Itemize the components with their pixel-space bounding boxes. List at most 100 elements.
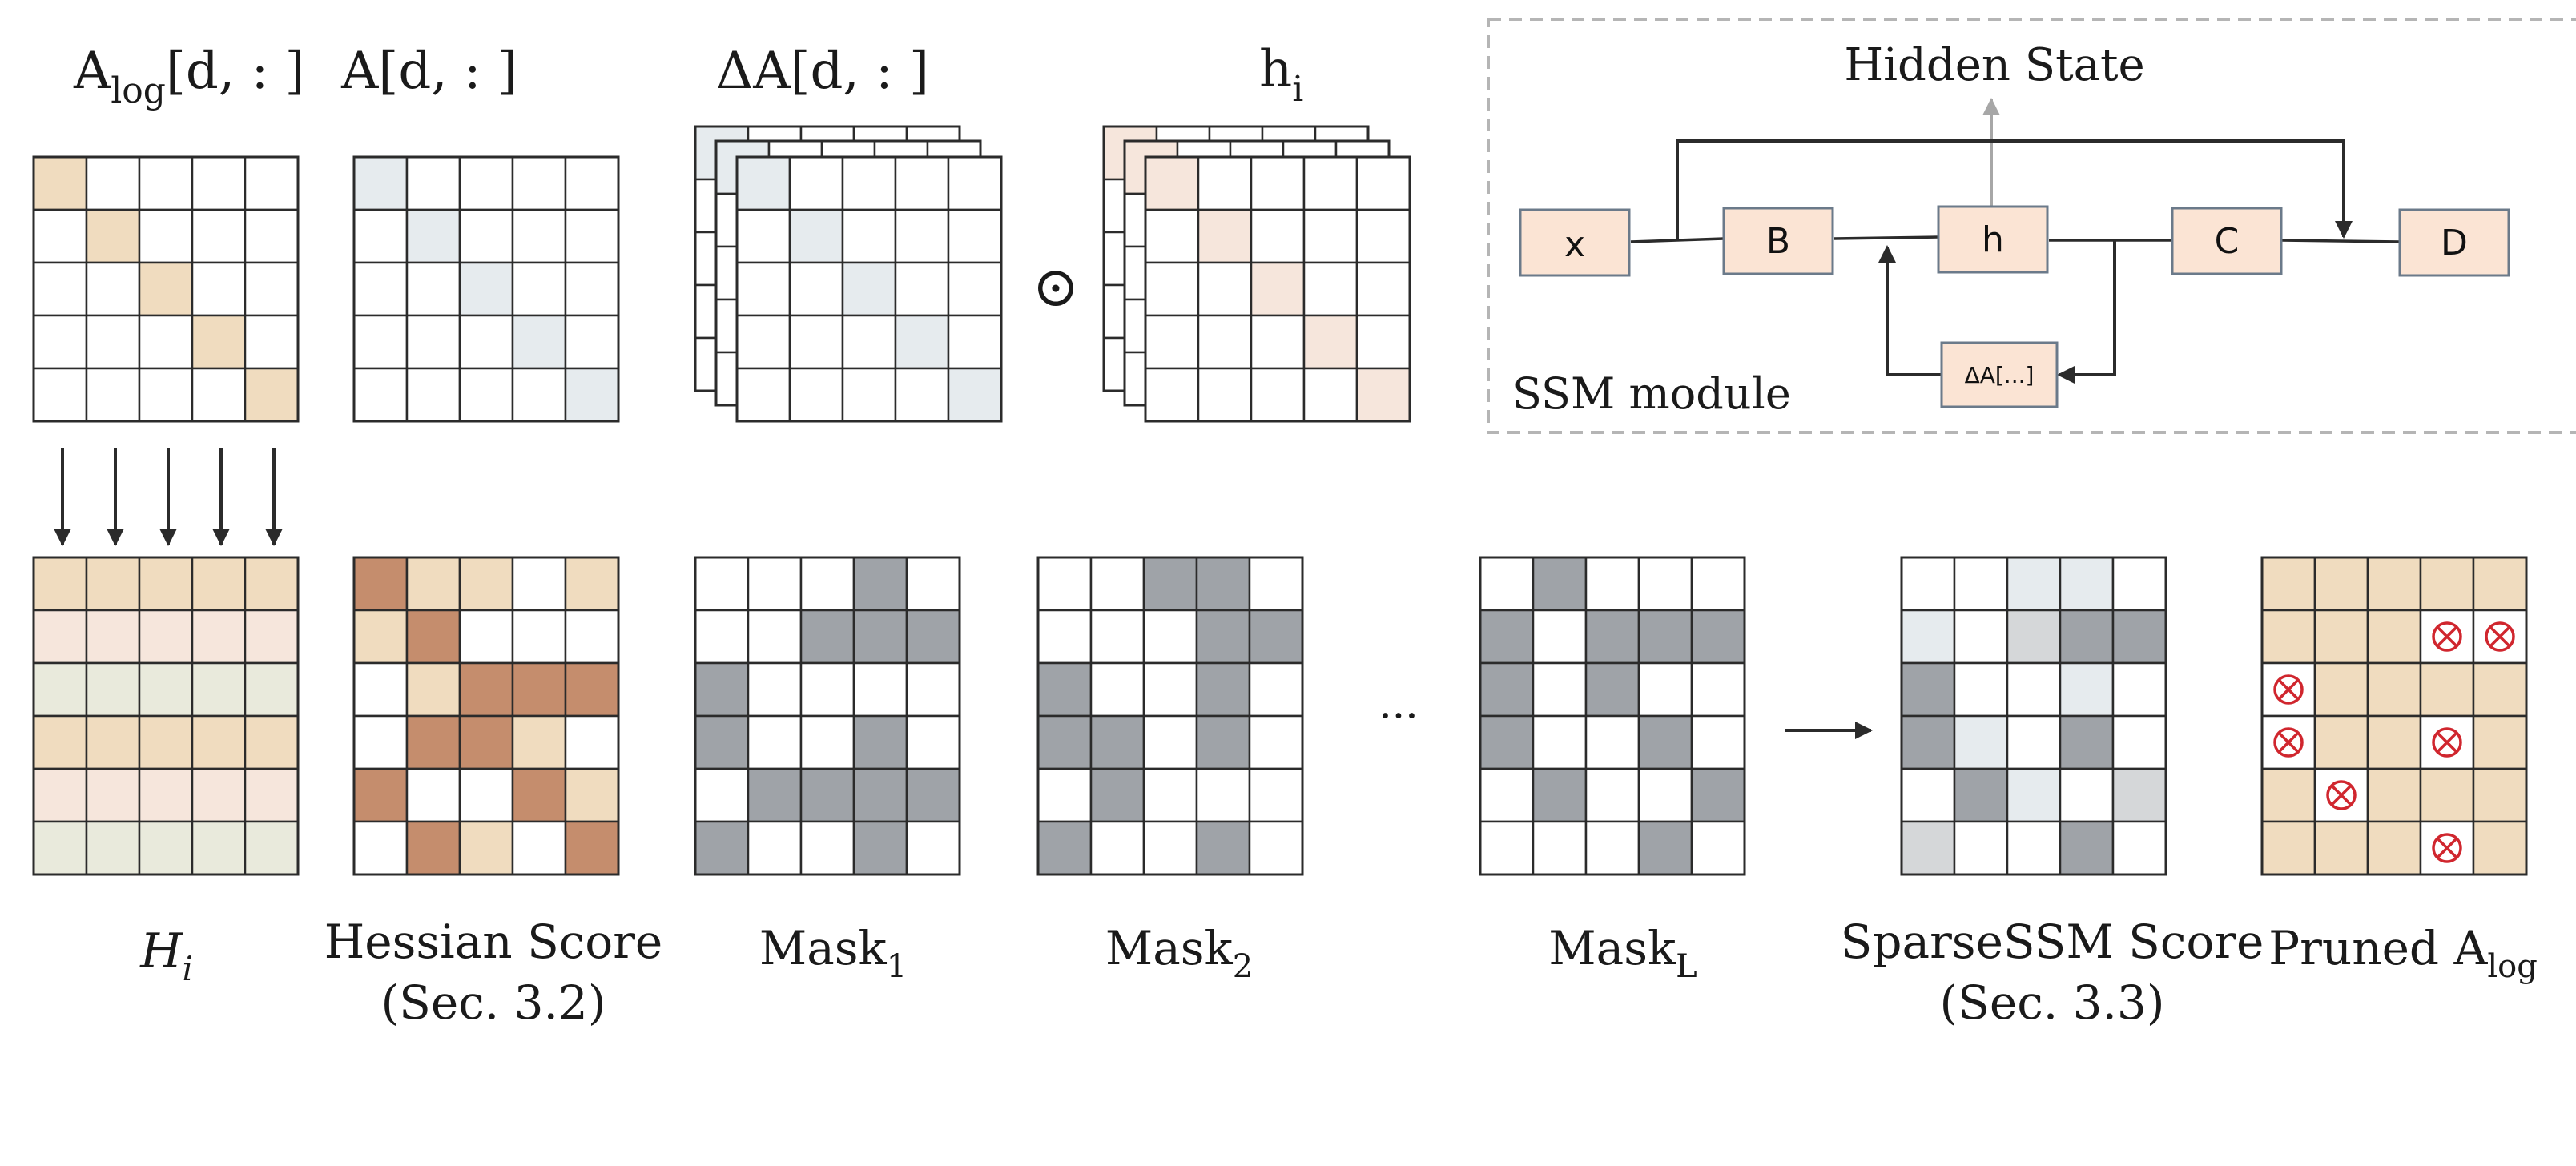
ssm-box-h (1937, 205, 2049, 274)
maskl-cell-5-4 (1690, 820, 1746, 876)
mask2-cell-1-1 (1089, 609, 1145, 665)
delta-a-front-cell-0-4 (947, 155, 1003, 211)
alog-cell-4-3 (191, 367, 247, 423)
mask1-cell-0-1 (747, 556, 803, 612)
hessian-cell-0-4 (564, 556, 620, 612)
ssm-box-c-label: C (2215, 221, 2240, 262)
alog-grid (32, 155, 300, 423)
alog-cell-4-2 (138, 367, 194, 423)
a-label: A[d, : ] (340, 42, 517, 101)
maskl-cell-0-1 (1532, 556, 1588, 612)
hessian-cell-2-3 (511, 661, 567, 718)
pruned-mark-icon (2326, 780, 2357, 810)
maskl-cell-1-3 (1637, 609, 1693, 665)
sparse-cell-4-2 (2006, 767, 2062, 823)
hi-cell-0-1 (85, 556, 141, 612)
mask2-cell-3-3 (1195, 714, 1251, 770)
delta-a-label: ΔA[d, : ] (716, 42, 929, 101)
mask2-label: Mask2 (1105, 921, 1253, 985)
mask1-cell-1-1 (747, 609, 803, 665)
alog-cell-2-4 (244, 261, 300, 317)
ssm-module-caption: SSM module (1512, 368, 1791, 419)
h-front-cell-0-3 (1302, 155, 1358, 211)
hessian-cell-3-3 (511, 714, 567, 770)
h-front-cell-2-4 (1355, 261, 1411, 317)
hessian-cell-5-0 (352, 820, 409, 876)
h-front-cell-2-0 (1144, 261, 1200, 317)
mask1-cell-2-4 (905, 661, 961, 718)
mask1-cell-4-3 (852, 767, 908, 823)
pruned-cell-4-2 (2366, 767, 2422, 823)
hessian-cell-3-4 (564, 714, 620, 770)
pruned-cell-4-3 (2419, 767, 2475, 823)
alog-cell-4-4 (244, 367, 300, 423)
maskl-cell-1-2 (1584, 609, 1640, 665)
hessian-cell-1-3 (511, 609, 567, 665)
h-front-cell-1-1 (1197, 208, 1253, 264)
pruned-cell-5-0 (2260, 820, 2316, 876)
hessian-label-line2: (Sec. 3.2) (381, 975, 606, 1030)
h-front-cell-4-2 (1250, 367, 1306, 423)
a-cell-1-4 (564, 208, 620, 264)
pruned-mark-cross (2437, 626, 2457, 647)
delta-a-front-cell-0-0 (735, 155, 791, 211)
a-cell-2-4 (564, 261, 620, 317)
pruned-mark-cross (2278, 732, 2299, 753)
sparse-cell-3-0 (1900, 714, 1956, 770)
alog-cell-0-2 (138, 155, 194, 211)
mask2-cell-5-3 (1195, 820, 1251, 876)
mask2-cell-0-3 (1195, 556, 1251, 612)
a-cell-3-1 (405, 314, 461, 370)
alog-cell-3-2 (138, 314, 194, 370)
maskl-cell-5-3 (1637, 820, 1693, 876)
sparse-cell-1-2 (2006, 609, 2062, 665)
hi-cell-2-4 (244, 661, 300, 718)
ssm-module: Hidden State SSM module x B h C D ΔA[...… (1487, 18, 2576, 434)
mask1-frame (694, 556, 961, 876)
sparse-cell-3-2 (2006, 714, 2062, 770)
mask2-cell-3-1 (1089, 714, 1145, 770)
hi-cell-0-0 (32, 556, 88, 612)
h-front-cell-4-4 (1355, 367, 1411, 423)
pruned-cell-0-4 (2472, 556, 2528, 612)
h-front-cell-4-3 (1302, 367, 1358, 423)
alog-label: Alog[d, : ] (73, 42, 304, 111)
a-cell-3-4 (564, 314, 620, 370)
h-front-cell-1-4 (1355, 208, 1411, 264)
a-cell-2-3 (511, 261, 567, 317)
delta-a-front-cell-3-3 (894, 314, 950, 370)
hessian-cell-1-4 (564, 609, 620, 665)
delta-a-front-cell-2-0 (735, 261, 791, 317)
sparse-cell-0-0 (1900, 556, 1956, 612)
sparse-cell-0-1 (1953, 556, 2009, 612)
mask1-cell-1-2 (799, 609, 855, 665)
pruned-mark-cross (2331, 785, 2352, 806)
alog-cell-2-3 (191, 261, 247, 317)
maskl-cell-5-1 (1532, 820, 1588, 876)
h-front-cell-1-3 (1302, 208, 1358, 264)
mask1-cell-0-4 (905, 556, 961, 612)
mask2-cell-1-2 (1142, 609, 1198, 665)
alog-cell-1-0 (32, 208, 88, 264)
hessian-cell-2-4 (564, 661, 620, 718)
delta-a-front-cell-4-0 (735, 367, 791, 423)
pruned-cell-5-2 (2366, 820, 2422, 876)
delta-a-front-cell-0-1 (788, 155, 844, 211)
alog-cell-3-4 (244, 314, 300, 370)
mask2-cell-4-2 (1142, 767, 1198, 823)
hessian-cell-4-2 (458, 767, 514, 823)
a-cell-2-0 (352, 261, 409, 317)
a-cell-1-2 (458, 208, 514, 264)
mask2-frame (1036, 556, 1304, 876)
alog-cell-2-2 (138, 261, 194, 317)
hi-cell-0-2 (138, 556, 194, 612)
hessian-cell-4-4 (564, 767, 620, 823)
sparse-frame (1900, 556, 2167, 876)
maskl-cell-2-0 (1479, 661, 1535, 718)
hi-cell-5-2 (138, 820, 194, 876)
hi-cell-4-3 (191, 767, 247, 823)
mask2-cell-0-4 (1248, 556, 1304, 612)
sparse-cell-4-4 (2111, 767, 2167, 823)
hi-cell-1-0 (32, 609, 88, 665)
alog-cell-0-4 (244, 155, 300, 211)
